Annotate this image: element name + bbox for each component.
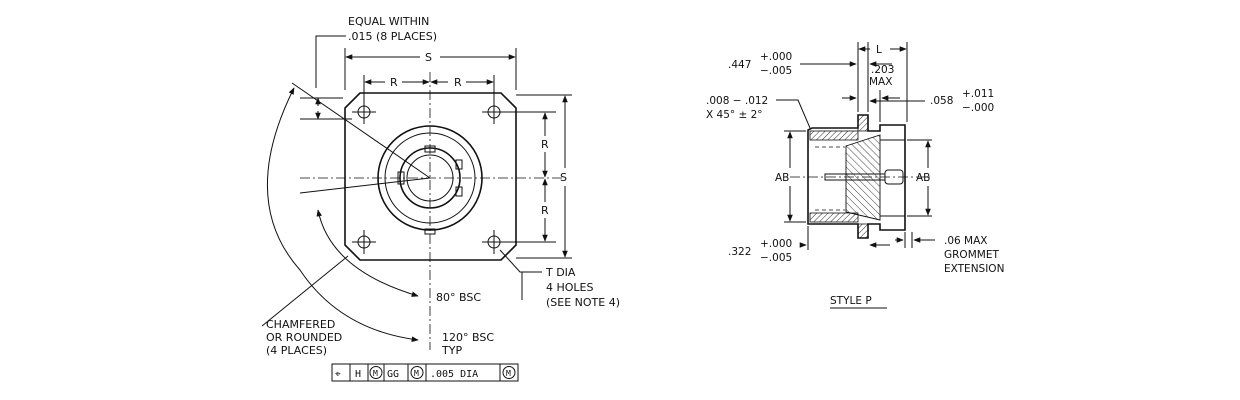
chamfer-note-line3: (4 PLACES)	[266, 344, 327, 357]
fcf-position-symbol: ⌖	[335, 369, 341, 380]
ab-right-label: AB	[916, 172, 930, 184]
shell-top-hatch	[809, 130, 859, 141]
fcf-datum-h: H	[355, 369, 361, 380]
side-view: AB AB .447 +.000 −.005 L .203 MAX .058 +…	[706, 42, 1004, 309]
equal-within-note-line2: .015 (8 PLACES)	[348, 30, 437, 43]
chamfer-note-leader	[261, 255, 349, 327]
tol-322-minus: −.005	[760, 252, 792, 264]
tol-058-minus: −.000	[962, 102, 994, 114]
flange-hatch	[857, 114, 869, 132]
fcf-modifier-3: M	[506, 369, 511, 378]
grommet-note-line3: EXTENSION	[944, 263, 1004, 275]
front-view: EQUAL WITHIN .015 (8 PLACES) S R R R R	[261, 15, 620, 382]
r-top-right-label: R	[454, 76, 462, 89]
hole-note-line2: 4 HOLES	[546, 281, 594, 294]
dim-447: .447	[728, 59, 751, 71]
fcf-modifier-2: M	[414, 369, 419, 378]
dim-203-max: MAX	[869, 76, 892, 88]
angle-80-label: 80° BSC	[436, 291, 481, 304]
insert-hatch	[845, 134, 881, 221]
chamfer-note-line1: CHAMFERED	[266, 318, 335, 331]
grommet-note-line2: GROMMET	[944, 249, 999, 261]
l-label: L	[876, 44, 882, 56]
flange-outline	[344, 92, 517, 261]
chamfer-spec-line2: X 45° ± 2°	[706, 109, 763, 121]
grommet-note-line1: .06 MAX	[944, 235, 987, 247]
mounting-hole-bl	[352, 230, 376, 254]
r-upper-label: R	[541, 138, 549, 151]
keyway-bottom	[424, 228, 436, 235]
hole-note-line3: (SEE NOTE 4)	[546, 296, 620, 309]
style-label: STYLE P	[830, 295, 872, 307]
chamfer-spec-line1: .008 − .012	[706, 95, 768, 107]
dim-322: .322	[728, 246, 751, 258]
hole-note-leader	[499, 249, 542, 273]
tol-058-plus: +.011	[962, 88, 994, 100]
flange-hatch-lower	[857, 223, 869, 239]
chamfer-spec-leader	[776, 99, 811, 129]
hole-note-line1: T DIA	[545, 266, 576, 279]
keyway-top	[424, 145, 436, 153]
fcf-datum-gg: GG	[387, 369, 399, 380]
tol-447-plus: +.000	[760, 51, 792, 63]
s-top-label: S	[425, 51, 432, 64]
fcf-tolerance: .005 DIA	[430, 369, 478, 380]
feature-control-frame: ⌖ H M GG M .005 DIA M	[331, 363, 519, 382]
tol-322-plus: +.000	[760, 238, 792, 250]
keyway-right	[455, 159, 463, 170]
shell-bottom-hatch	[809, 212, 859, 223]
equal-within-leader	[315, 35, 346, 88]
angle-120-label-line1: 120° BSC	[442, 331, 494, 344]
fcf-modifier-1: M	[373, 369, 378, 378]
keyway-right-lower	[455, 186, 463, 197]
r-lower-label: R	[541, 204, 549, 217]
r-top-left-label: R	[390, 76, 398, 89]
angle-arc-120	[266, 87, 419, 342]
mounting-hole-br	[482, 230, 506, 254]
chamfer-note-line2: OR ROUNDED	[266, 331, 342, 344]
dim-203: .203	[871, 64, 894, 76]
equal-within-note-line1: EQUAL WITHIN	[348, 15, 429, 28]
s-right-label: S	[560, 171, 567, 184]
ab-left-label: AB	[775, 172, 789, 184]
tol-447-minus: −.005	[760, 65, 792, 77]
angle-120-label-line2: TYP	[441, 344, 462, 357]
dim-058: .058	[930, 95, 953, 107]
